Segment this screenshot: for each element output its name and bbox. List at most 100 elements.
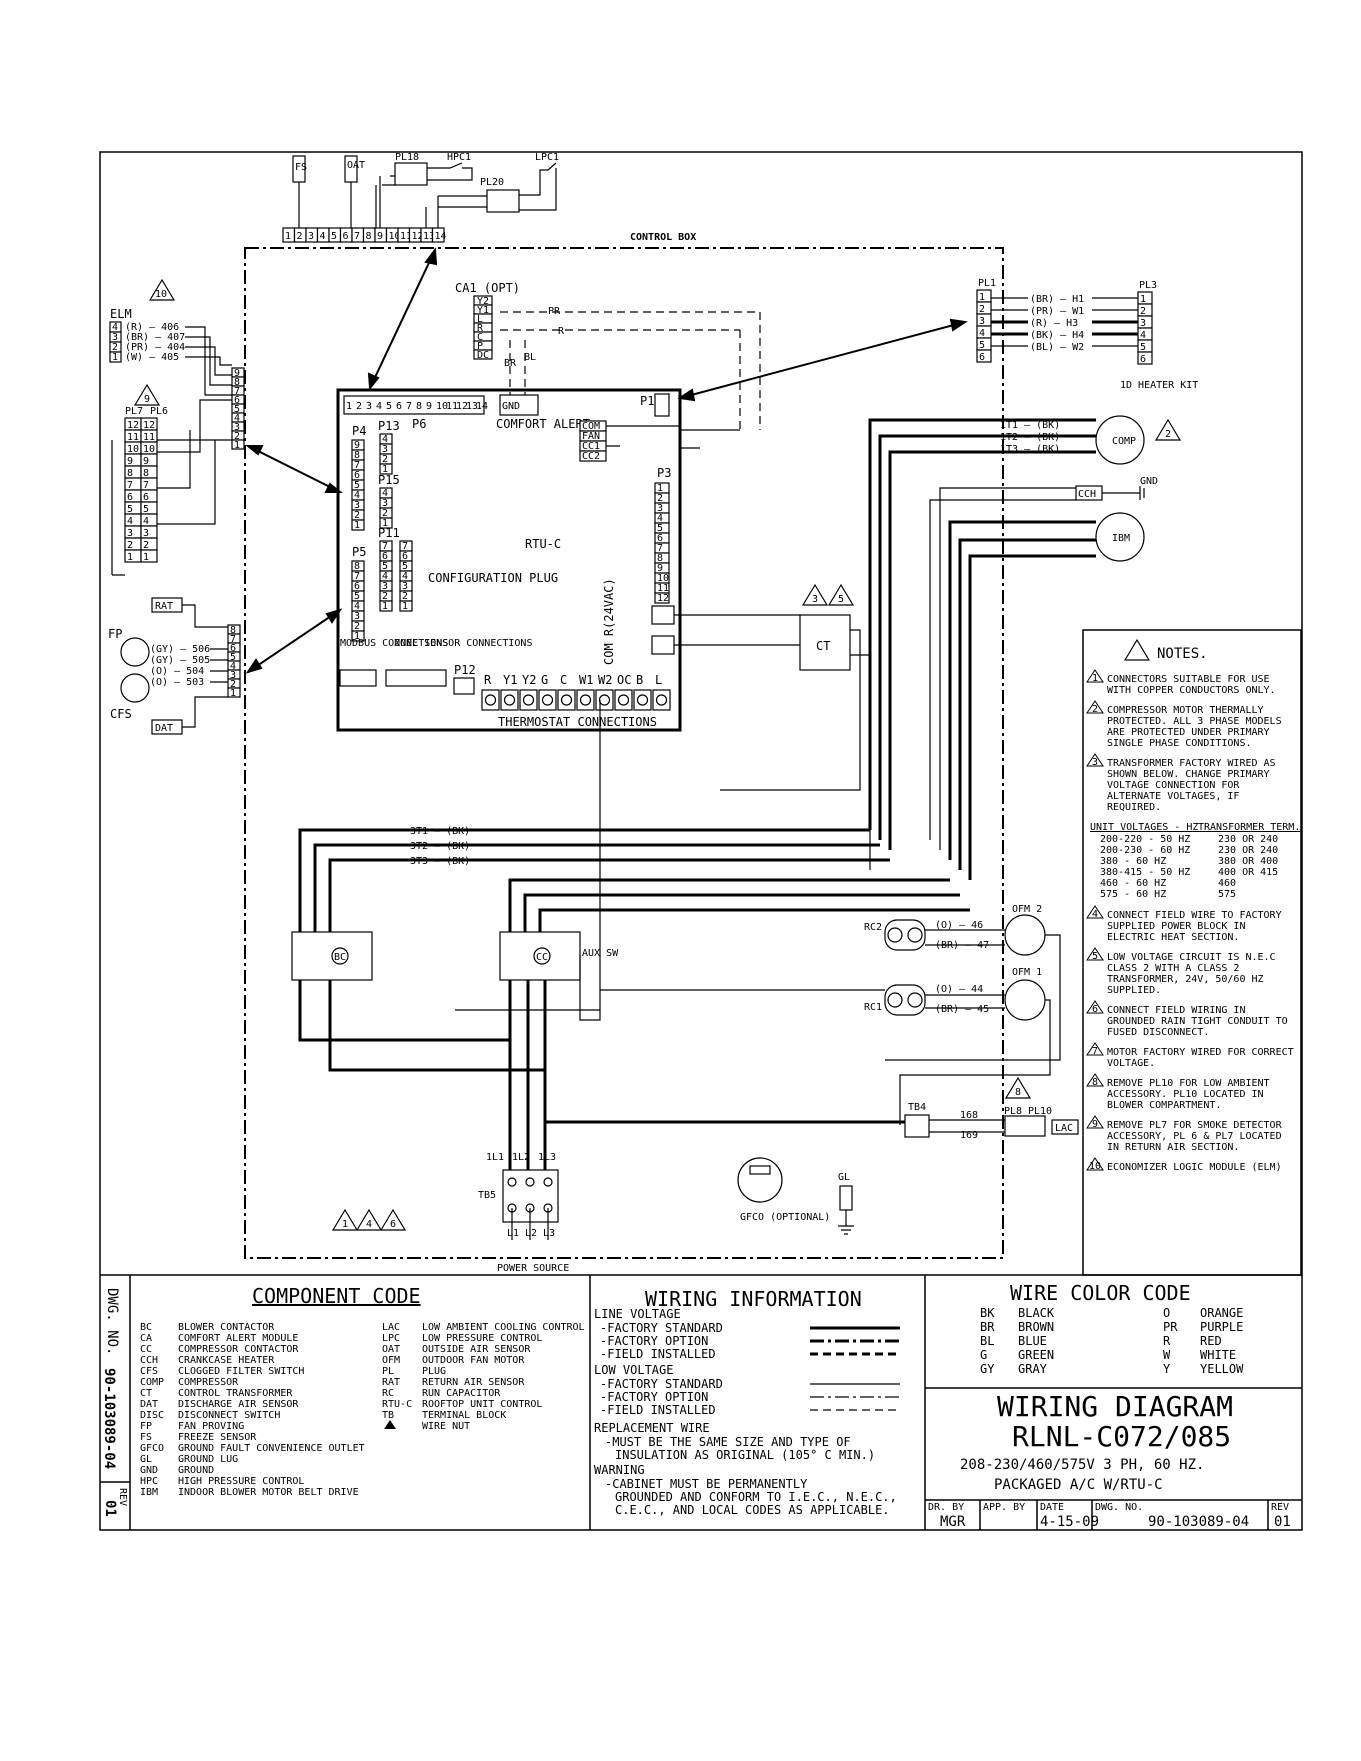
tb4-label: TB4 — [908, 1102, 926, 1113]
p13-pin — [379, 463, 393, 475]
component-desc: CLOGGED FILTER SWITCH — [178, 1366, 304, 1377]
tstat-screw — [503, 694, 516, 706]
svg-text:INSULATION AS ORIGINAL (105° C: INSULATION AS ORIGINAL (105° C MIN.) — [615, 1448, 875, 1462]
tstat-screw — [522, 694, 535, 706]
pl6-pin-label: 11 — [143, 432, 155, 443]
p5-pin-label: 8 — [354, 561, 360, 572]
tstat-terminal-label: OC — [617, 673, 631, 687]
svg-text:C.E.C., AND LOCAL CODES AS APP: C.E.C., AND LOCAL CODES AS APPLICABLE. — [615, 1503, 890, 1517]
p15-pin-label: 3 — [382, 498, 388, 509]
tstat-terminal-label: W1 — [579, 673, 593, 687]
title-unit: PACKAGED A/C W/RTU-C — [994, 1477, 1163, 1493]
tb5-label: TB5 — [478, 1190, 496, 1201]
svg-text:-CABINET MUST BE PERMANENTLY: -CABINET MUST BE PERMANENTLY — [605, 1477, 808, 1491]
left-block-pin-label: 4 — [234, 413, 240, 424]
p3-pin-label: 10 — [657, 573, 669, 584]
component-code: GFCO — [140, 1443, 164, 1454]
fp-block-pin-label: 7 — [230, 634, 236, 645]
svg-text:WARNING: WARNING — [594, 1463, 645, 1477]
lpc1-switch — [519, 162, 557, 211]
fp-switch — [120, 637, 150, 667]
p5-pin — [351, 630, 365, 642]
svg-text:FS: FS — [295, 162, 307, 173]
p5-pin-label: 2 — [354, 621, 360, 632]
wire-color-abbr: PR — [1163, 1320, 1178, 1334]
component-desc: DISCHARGE AIR SENSOR — [178, 1399, 299, 1410]
ofm-wire-label: (O) — 44 — [935, 984, 983, 995]
ca1-pin-label: DC — [477, 350, 489, 361]
fp-wire-label: (O) — 504 — [150, 666, 204, 677]
rc1-label: RC1 — [864, 1002, 882, 1013]
pl7-pin-label: 5 — [127, 504, 133, 515]
comfort-alert-label: COMFORT ALERT — [496, 417, 590, 431]
note-triangle — [1086, 669, 1104, 683]
note-text: REQUIRED. — [1107, 802, 1161, 813]
fp-block-pin-label: 3 — [230, 670, 236, 681]
p13-pin-label: 3 — [382, 444, 388, 455]
top-strip-pin-label: 4 — [320, 231, 326, 242]
pl20-label: PL20 — [480, 177, 504, 188]
component-code: FP — [140, 1421, 152, 1432]
p3-pin-label: 9 — [657, 563, 663, 574]
svg-text:5: 5 — [838, 594, 844, 605]
gl-label: GL — [838, 1172, 850, 1183]
p5-label: P5 — [352, 545, 366, 559]
top-strip-pin-label: 2 — [297, 231, 303, 242]
top-strip-pin-label: 14 — [435, 231, 447, 242]
component-desc: GROUND LUG — [178, 1454, 238, 1465]
note-text: CLASS 2 WITH A CLASS 2 — [1107, 963, 1239, 974]
p3-pin-label: 8 — [657, 553, 663, 564]
svg-text:-MUST BE THE SAME SIZE AND TYP: -MUST BE THE SAME SIZE AND TYPE OF — [605, 1435, 851, 1449]
note-text: ACCESSORY. PL10 LOCATED IN — [1107, 1089, 1264, 1100]
note-text: CONNECTORS SUITABLE FOR USE — [1107, 674, 1270, 685]
top-strip-pin-label: 3 — [308, 231, 314, 242]
tstat-screw — [579, 694, 592, 706]
svg-text:NOTES.: NOTES. — [1157, 646, 1208, 662]
ofm-wire-label: (O) — 46 — [935, 920, 983, 931]
component-code: OAT — [382, 1344, 400, 1355]
dr-by-value: MGR — [940, 1514, 966, 1530]
ofm1-label: OFM 1 — [1012, 967, 1042, 978]
note-triangle — [1086, 1042, 1104, 1056]
pl8-pl10-connector — [1004, 1115, 1046, 1137]
note-text: REMOVE PL10 FOR LOW AMBIENT — [1107, 1078, 1270, 1089]
pl7-pin-label: 2 — [127, 540, 133, 551]
pl3-pin-label: 6 — [1140, 354, 1146, 365]
ca1-pin-label: C — [477, 332, 483, 343]
title-model: RLNL-C072/085 — [1012, 1420, 1231, 1453]
comp-wire-label: 1T2 — (BK) — [1000, 432, 1060, 443]
p6-pin-label: 12 — [456, 401, 468, 412]
note-number: 7 — [1092, 1046, 1098, 1057]
svg-text:-FACTORY OPTION: -FACTORY OPTION — [600, 1390, 708, 1404]
component-desc: FAN PROVING — [178, 1421, 244, 1432]
ofm2-label: OFM 2 — [1012, 904, 1042, 915]
svg-text:3: 3 — [812, 594, 818, 605]
pl7-note-triangle: 9 — [133, 383, 161, 406]
left-block-pin-label: 5 — [234, 404, 240, 415]
voltage-header-right: TRANSFORMER TERM. — [1198, 822, 1300, 833]
p3-pin-label: 3 — [657, 503, 663, 514]
p4-pin-label: 8 — [354, 450, 360, 461]
gfco-outlet — [737, 1157, 783, 1203]
wire-color-abbr: BL — [980, 1334, 994, 1348]
p6-pin-label: 13 — [466, 401, 478, 412]
component-code: DISC — [140, 1410, 164, 1421]
p15-pin — [379, 517, 393, 529]
p6-pin-label: 10 — [436, 401, 448, 412]
p15-label: P15 — [378, 473, 400, 487]
oat-sensor: OAT — [344, 155, 365, 228]
pl1-pin-label: 1 — [979, 292, 985, 303]
rat-label: RAT — [155, 601, 173, 612]
note-number: 5 — [1092, 951, 1098, 962]
component-code: OFM — [382, 1355, 400, 1366]
pl6-pin-label: 7 — [143, 480, 149, 491]
pl3-pin-label: 1 — [1140, 294, 1146, 305]
p3-pin-label: 1 — [657, 483, 663, 494]
heater-wire-label: (R) — H3 — [1030, 318, 1078, 329]
note-triangle — [1086, 1157, 1104, 1171]
note-text: VOLTAGE. — [1107, 1058, 1155, 1069]
pl7-pin-label: 8 — [127, 468, 133, 479]
